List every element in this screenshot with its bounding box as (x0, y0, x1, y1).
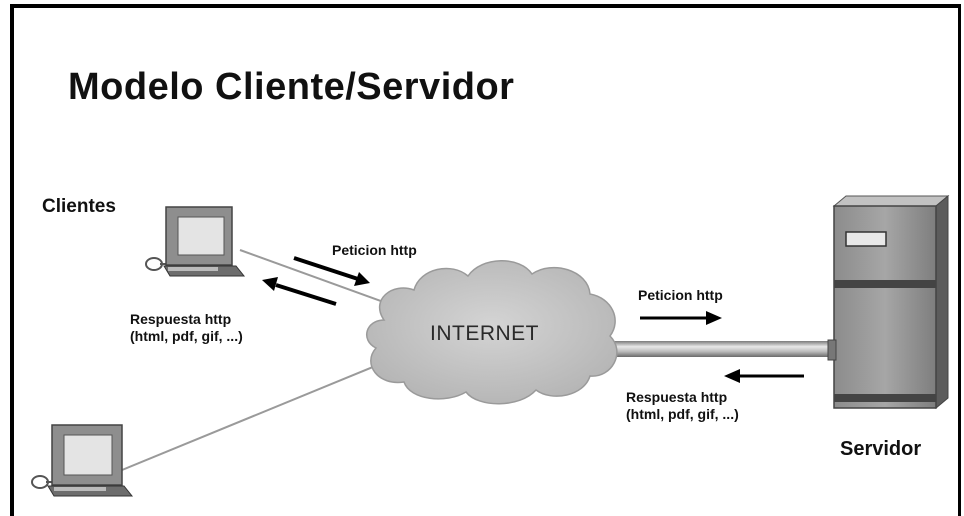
request-arrow-right (640, 311, 722, 325)
client-computer-icon (31, 424, 134, 497)
frame-border-top (10, 4, 960, 8)
request-label-left: Peticion http (332, 242, 417, 258)
server-tower-icon (827, 194, 950, 410)
clients-label: Clientes (42, 196, 116, 217)
response-label-left-line1: Respuesta http (130, 311, 232, 327)
client-computer-icon (145, 206, 246, 277)
request-label-right: Peticion http (638, 287, 723, 303)
client1-connection-line (239, 249, 393, 306)
server-label: Servidor (840, 438, 922, 460)
response-arrow-left (262, 277, 337, 306)
response-label-left: Respuesta http (html, pdf, gif, ...) (130, 311, 243, 345)
server-connection-pipe (612, 341, 834, 357)
response-arrow-right (724, 369, 804, 383)
response-label-right-line1: Respuesta http (626, 389, 728, 405)
response-label-right-line2: (html, pdf, gif, ...) (626, 406, 739, 422)
frame-border-right (958, 4, 961, 516)
diagram-title: Modelo Cliente/Servidor (68, 66, 515, 108)
response-label-left-line2: (html, pdf, gif, ...) (130, 328, 243, 344)
response-label-right: Respuesta http (html, pdf, gif, ...) (626, 389, 739, 423)
frame-border-left (10, 4, 14, 516)
request-arrow-left (293, 256, 370, 286)
client2-connection-line (121, 361, 386, 471)
internet-cloud-icon (366, 260, 618, 405)
internet-label: INTERNET (430, 322, 539, 345)
